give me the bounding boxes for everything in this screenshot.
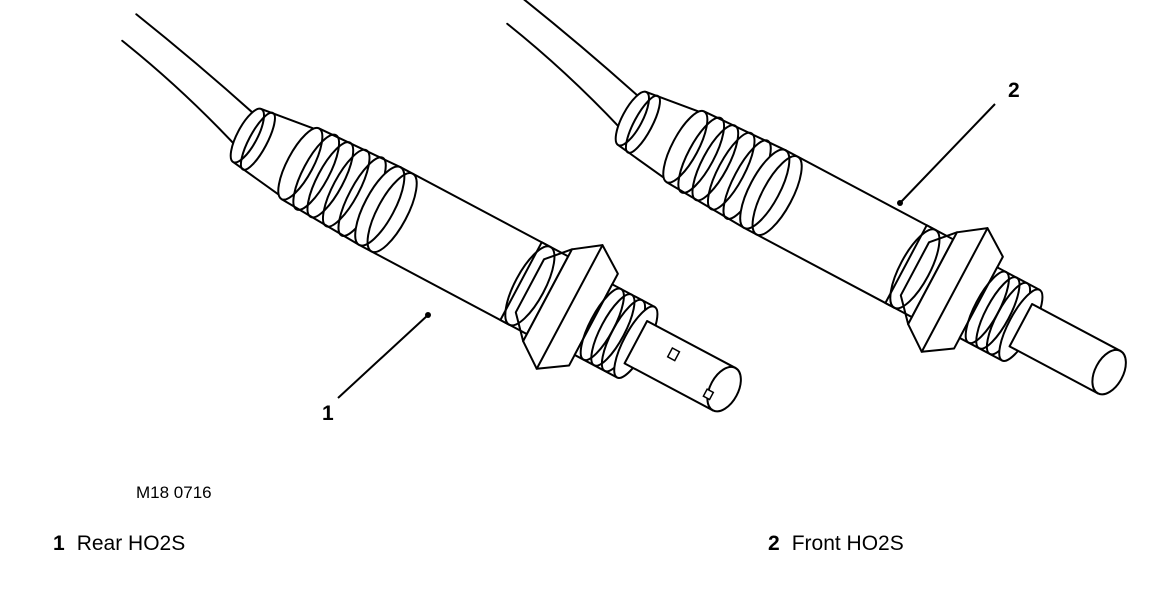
- leader-line-2: [899, 103, 996, 204]
- legend-item-front-ho2s: 2 Front HO2S: [768, 533, 904, 554]
- leader-line-1: [337, 314, 429, 399]
- legend-label: Front HO2S: [791, 532, 904, 555]
- legend-item-rear-ho2s: 1 Rear HO2S: [53, 533, 185, 554]
- figure-reference: M18 0716: [136, 483, 212, 502]
- legend-number: 2: [768, 532, 780, 555]
- legend-label: Rear HO2S: [76, 532, 186, 555]
- front-ho2s-sensor-icon: [461, 0, 1152, 442]
- callout-2: 2: [1008, 79, 1020, 102]
- leader-dot-2: [897, 200, 903, 206]
- callout-1: 1: [322, 402, 334, 425]
- rear-ho2s-sensor-icon: [76, 0, 771, 459]
- legend-number: 1: [53, 532, 65, 555]
- leader-dot-1: [425, 312, 431, 318]
